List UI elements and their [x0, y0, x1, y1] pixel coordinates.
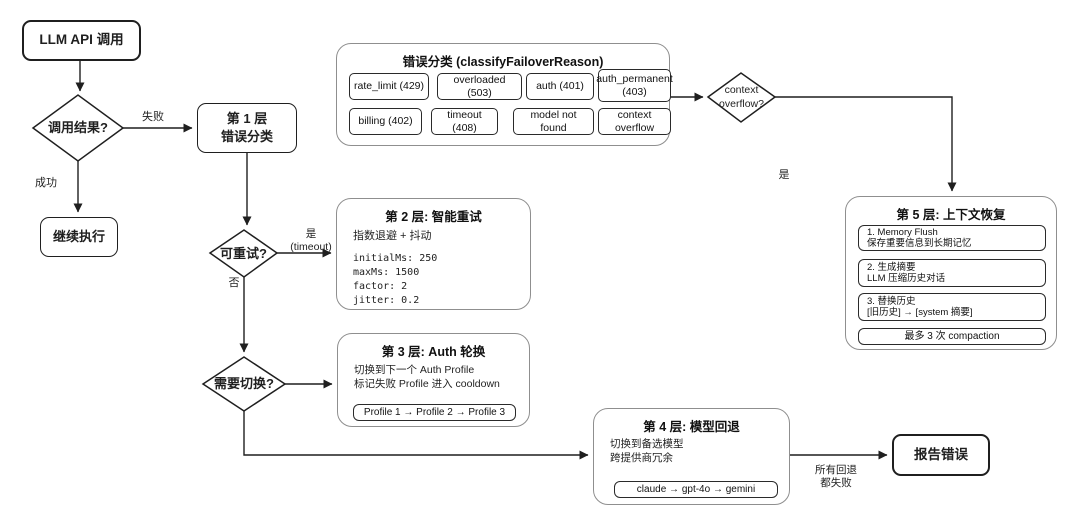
layer2-code-maxms: maxMs: 1500 — [353, 267, 420, 278]
layer1-line1: 第 1 层 — [226, 111, 268, 127]
edge-label-no: 否 — [228, 277, 240, 289]
chip-auth: auth (401) — [526, 73, 594, 100]
edge-label-success: 成功 — [35, 177, 57, 189]
layer3-container: 第 3 层: Auth 轮换 切换到下一个 Auth Profile 标记失败 … — [337, 333, 530, 427]
chip-context-overflow: context overflow — [598, 108, 671, 135]
decision-result-label: 调用结果? — [48, 120, 108, 136]
layer2-code-initialms: initialMs: 250 — [353, 253, 438, 264]
layer2-subtitle: 指数退避 + 抖动 — [353, 230, 432, 242]
chip-billing: billing (402) — [349, 108, 422, 135]
start-node: LLM API 调用 — [22, 20, 141, 61]
layer5-footer-chip: 最多 3 次 compaction — [858, 328, 1046, 345]
edge-label-yes: 是 — [778, 169, 790, 181]
layer5-title: 第 5 层: 上下文恢复 — [896, 208, 1006, 222]
layer3-title: 第 3 层: Auth 轮换 — [381, 345, 486, 359]
classify-container: 错误分类 (classifyFailoverReason) rate_limit… — [336, 43, 673, 146]
edge-switch-layer4 — [243, 411, 589, 460]
layer4-line2: 跨提供商冗余 — [610, 452, 673, 464]
start-node-label: LLM API 调用 — [39, 32, 124, 48]
report-error-node: 报告错误 — [892, 434, 990, 476]
decision-switch-label: 需要切换? — [214, 376, 274, 392]
layer4-line1: 切换到备选模型 — [610, 438, 684, 450]
layer2-code-factor: factor: 2 — [353, 281, 408, 292]
edge-label-yes-timeout: 是 (timeout) — [290, 228, 332, 253]
decision-context-label: context overflow? — [719, 84, 764, 110]
edge-context-layer5 — [775, 96, 957, 192]
layer2-code-jitter: jitter: 0.2 — [353, 295, 420, 306]
continue-node-label: 继续执行 — [52, 229, 105, 245]
decision-result-diamond — [31, 94, 125, 162]
layer5-container: 第 5 层: 上下文恢复 1. Memory Flush 保存重要信息到长期记忆… — [845, 196, 1057, 350]
layer1-node: 第 1 层 错误分类 — [197, 103, 297, 153]
layer5-step-summary: 2. 生成摘要 LLM 压缩历史对话 — [858, 259, 1046, 287]
decision-retry-diamond — [208, 229, 279, 278]
continue-node: 继续执行 — [40, 217, 118, 257]
chip-model-not-found: model not found — [513, 108, 594, 135]
chip-auth-permanent: auth_permanent (403) — [596, 69, 673, 102]
decision-context-diamond — [706, 72, 777, 123]
layer3-line1: 切换到下一个 Auth Profile — [354, 364, 475, 376]
decision-retry-label: 可重试? — [220, 245, 267, 261]
edge-label-fail: 失败 — [142, 111, 164, 123]
layer4-title: 第 4 层: 模型回退 — [643, 420, 740, 434]
layer4-container: 第 4 层: 模型回退 切换到备选模型 跨提供商冗余 claude → gpt-… — [593, 408, 790, 505]
chip-timeout: timeout (408) — [431, 108, 498, 135]
chip-rate-limit: rate_limit (429) — [349, 73, 429, 100]
edge-label-all-failed: 所有回退 都失败 — [815, 464, 857, 489]
layer5-step-replace-history: 3. 替换历史 [旧历史] → [system 摘要] — [858, 293, 1046, 321]
decision-switch-diamond — [201, 356, 287, 412]
layer3-profile-chip: Profile 1 → Profile 2 → Profile 3 — [353, 404, 516, 421]
layer4-model-chip: claude → gpt-4o → gemini — [614, 481, 778, 498]
layer2-title: 第 2 层: 智能重试 — [385, 210, 482, 224]
layer5-step-memory-flush: 1. Memory Flush 保存重要信息到长期记忆 — [858, 225, 1046, 251]
report-error-label: 报告错误 — [914, 446, 968, 462]
layer1-line2: 错误分类 — [220, 129, 273, 144]
layer2-container: 第 2 层: 智能重试 指数退避 + 抖动 initialMs: 250 max… — [336, 198, 531, 310]
classify-title: 错误分类 (classifyFailoverReason) — [402, 55, 604, 69]
layer3-line2: 标记失败 Profile 进入 cooldown — [354, 378, 500, 390]
chip-overloaded: overloaded (503) — [437, 73, 522, 100]
